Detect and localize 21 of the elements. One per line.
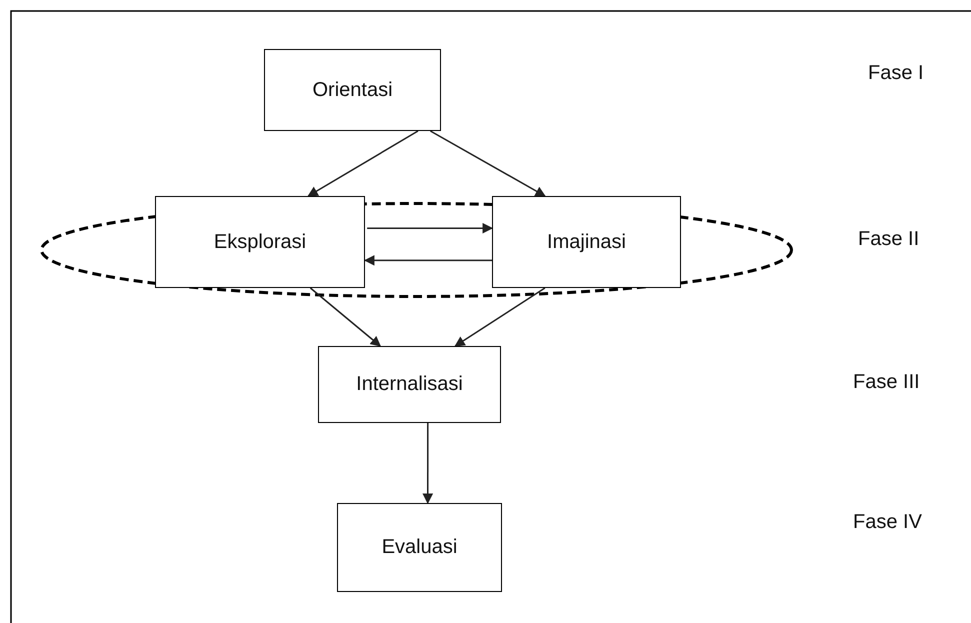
arrow — [310, 287, 382, 347]
arrow — [454, 287, 546, 347]
box-label: Evaluasi — [382, 536, 458, 559]
process-box — [492, 196, 681, 288]
phase-label: Fase II — [858, 228, 920, 251]
process-box — [318, 346, 501, 423]
phase-label: Fase III — [853, 371, 920, 394]
box-label: Eksplorasi — [214, 230, 306, 254]
box-label: Orientasi — [312, 78, 393, 102]
box-label: Imajinasi — [547, 230, 626, 254]
process-box — [337, 503, 502, 592]
arrow — [422, 423, 433, 504]
arrow — [307, 130, 418, 197]
box-label: Internalisasi — [356, 373, 463, 396]
process-box — [264, 49, 441, 131]
phase-label: Fase I — [868, 62, 924, 85]
arrow — [367, 222, 494, 234]
process-box — [155, 196, 365, 288]
arrow — [364, 255, 492, 266]
arrow — [430, 130, 546, 197]
phase-label: Fase IV — [853, 511, 922, 534]
